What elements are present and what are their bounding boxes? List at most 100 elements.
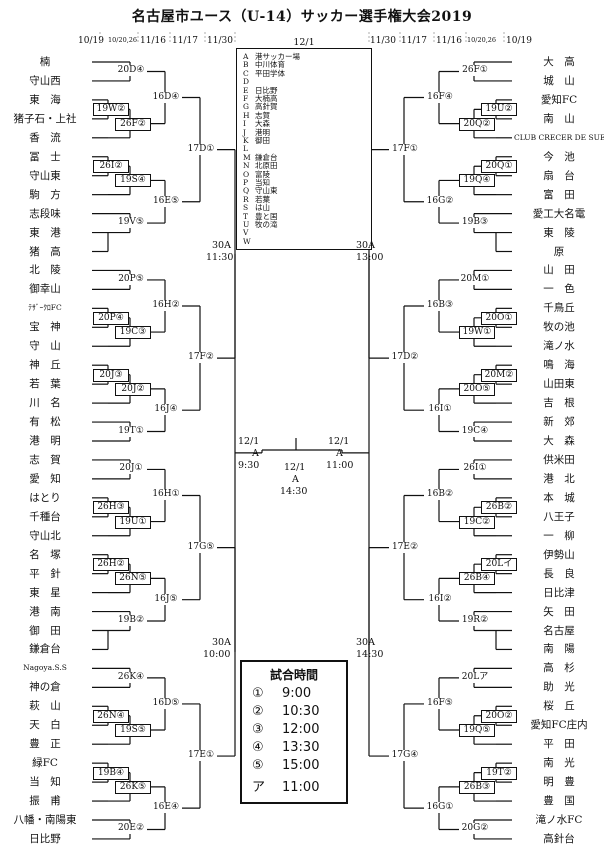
match-code: 20E② <box>115 823 147 835</box>
match-code: 19C③ <box>115 326 151 340</box>
match-code: 19B② <box>115 615 147 627</box>
match-code: 16I② <box>424 593 456 605</box>
team-name: 日比津 <box>543 586 575 599</box>
match-code: 26H③ <box>93 501 129 515</box>
match-code: 19W① <box>459 326 495 340</box>
team-name: 宝 神 <box>29 321 61 334</box>
match-code: 26N⑤ <box>115 572 151 586</box>
team-name: 原 <box>553 245 565 258</box>
venue-name: 平田学体 <box>255 68 285 78</box>
venue-code: R <box>243 194 249 204</box>
team-name: CLUB CRECER DE SUENO <box>514 132 604 142</box>
venue-name: 豊と国 <box>255 211 278 221</box>
match-time-value: 12:00 <box>282 722 320 737</box>
match-time-value: 13:30 <box>282 740 320 755</box>
final-left-time: 9:30 <box>238 460 260 471</box>
match-code: 26K④ <box>115 671 147 683</box>
team-name: 矢 田 <box>543 605 575 618</box>
team-name: 本 城 <box>543 491 575 504</box>
team-name: 東 陵 <box>543 226 575 239</box>
match-code: 16J④ <box>150 404 182 416</box>
final-right-time: 11:00 <box>326 460 354 471</box>
final-left-date: 12/1 <box>238 436 260 447</box>
venue-code: L <box>243 144 248 154</box>
venue-code: G <box>243 102 249 112</box>
match-code: 16E⑤ <box>150 195 182 207</box>
venue-row: K 御田 <box>243 137 270 145</box>
team-name: 神の倉 <box>29 681 61 694</box>
team-name: 城 山 <box>543 74 575 87</box>
match-code: 20Lイ <box>481 558 517 572</box>
team-name: 楠 <box>39 56 51 68</box>
match-code: 26N④ <box>93 709 129 723</box>
venue-code: E <box>243 85 249 95</box>
team-name: 若 葉 <box>29 378 61 391</box>
match-code: 20O① <box>481 311 517 325</box>
team-name: 南 陽 <box>543 643 575 656</box>
team-name: 助 光 <box>543 681 575 694</box>
venue-name: 御田 <box>255 136 270 145</box>
match-code: 16J⑤ <box>150 593 182 605</box>
semi-left-top-court: 30A <box>212 240 231 251</box>
team-name: 守山東 <box>29 169 61 182</box>
venue-code: C <box>243 68 249 78</box>
team-name: 志段味 <box>29 207 61 220</box>
venue-code: P <box>243 178 249 187</box>
final-left-court: A <box>252 448 259 459</box>
team-name: 愛 知 <box>29 472 61 485</box>
team-name: 長 良 <box>543 567 575 580</box>
team-name: 猪子石・上社 <box>13 112 77 125</box>
team-name: 伊勢山 <box>543 548 575 561</box>
team-name: 山 田 <box>543 264 575 277</box>
match-code: 19Q④ <box>459 174 495 188</box>
match-code: 20Q② <box>459 117 495 131</box>
venue-code: M <box>243 152 251 162</box>
team-name: 南 山 <box>543 112 575 125</box>
final-right-date: 12/1 <box>328 436 350 447</box>
match-time-value: 15:00 <box>282 758 320 773</box>
team-name: 今 池 <box>543 150 575 163</box>
venue-code: O <box>243 169 250 179</box>
venue-row: V <box>243 229 255 237</box>
match-code: 19U① <box>115 515 151 529</box>
match-code: 16D④ <box>150 91 182 103</box>
match-code: 26H② <box>93 558 129 572</box>
team-name: 一 色 <box>543 283 575 296</box>
venue-code: A <box>243 52 249 61</box>
match-code: 26F① <box>459 65 491 77</box>
team-name: 山田東 <box>543 378 575 391</box>
match-code: 16H② <box>150 299 182 311</box>
venue-row: W <box>243 237 255 246</box>
match-code: 19S⑤ <box>115 723 151 737</box>
match-code: 19S④ <box>115 174 151 188</box>
match-code: 19R② <box>459 615 491 627</box>
round-date: 11/17 <box>172 36 198 46</box>
match-code: 19T① <box>115 425 147 437</box>
venue-code: K <box>243 136 249 145</box>
semi-right-bottom-time: 14:30 <box>356 649 384 660</box>
team-name: 大 森 <box>543 435 575 447</box>
team-name: 愛知FC庄内 <box>530 719 588 732</box>
match-times-title: 試合時間 <box>269 668 318 682</box>
match-code: 19C② <box>459 515 495 529</box>
team-name: 千種台 <box>29 510 61 523</box>
round-date: 10/19 <box>78 36 104 46</box>
match-code: 17G④ <box>389 750 421 762</box>
venue-date: 12/1 <box>293 37 315 48</box>
team-name: 川 名 <box>29 397 61 410</box>
team-name: 扇 台 <box>543 169 575 182</box>
semi-left-top-time: 11:30 <box>206 252 234 263</box>
team-name: 東 港 <box>29 226 61 239</box>
